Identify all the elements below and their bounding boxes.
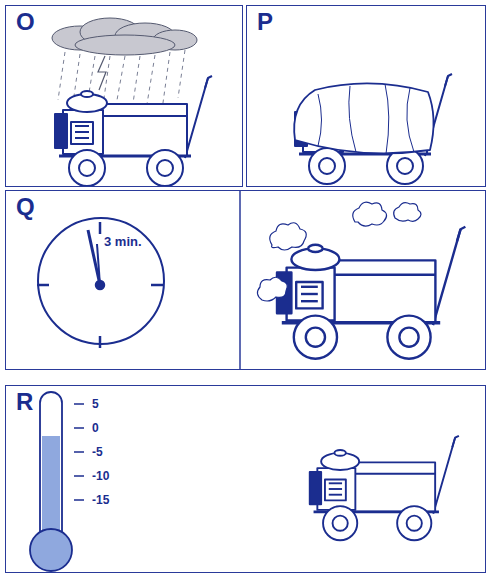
generator — [310, 436, 459, 541]
step-letter: R — [16, 390, 33, 414]
generator — [277, 227, 465, 359]
scale-value: 0 — [92, 422, 99, 434]
scale-value: 5 — [92, 398, 99, 410]
exhaust-smoke — [257, 202, 421, 301]
scale-value: -15 — [92, 494, 109, 506]
time-label: 3 min. — [104, 234, 142, 249]
step-panel: Q 3 min. — [5, 190, 486, 370]
step-letter: P — [257, 10, 273, 34]
step-panel: O — [5, 5, 243, 187]
generator — [55, 76, 212, 186]
step-panel: R — [5, 385, 486, 573]
step-letter: O — [16, 10, 35, 34]
generator — [295, 74, 452, 184]
thermometer — [30, 392, 84, 571]
step-letter: Q — [16, 195, 35, 219]
scale-value: -5 — [92, 446, 103, 458]
scale-value: -10 — [92, 470, 109, 482]
step-panel: P — [246, 5, 486, 187]
cover-sheet — [294, 83, 433, 154]
panel-divider — [239, 190, 241, 370]
clock-face: 3 min. — [36, 216, 166, 346]
clock-details — [37, 222, 163, 348]
clock-outline — [36, 216, 166, 346]
